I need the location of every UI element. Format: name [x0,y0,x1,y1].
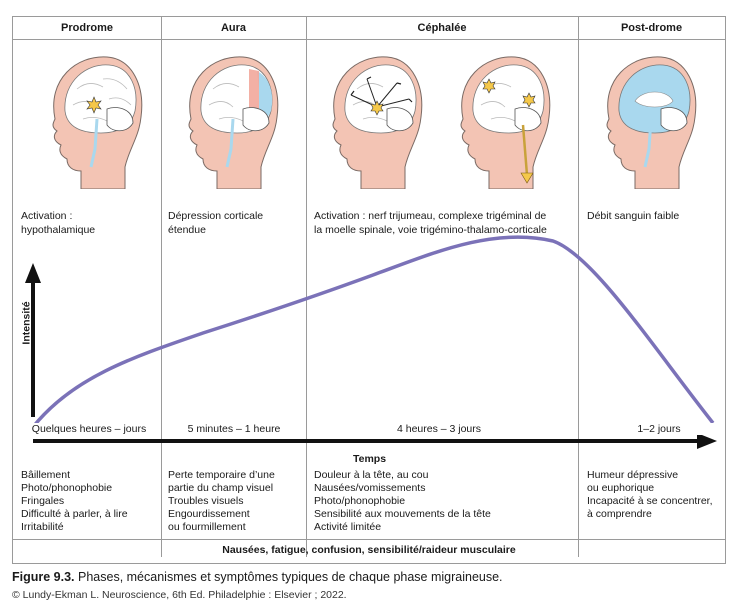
divider-3 [578,17,579,557]
y-axis-label: Intensité [20,301,33,345]
symptoms-aura: Perte temporaire d’une partie du champ v… [168,469,275,533]
y-axis-arrowhead [25,263,41,283]
x-axis-arrowhead [697,433,717,449]
divider-2 [306,17,307,557]
symptoms-postdrome: Humeur dépressive ou euphorique Incapaci… [587,469,713,520]
footer-divider [13,539,725,540]
common-symptoms-footer: Nausées, fatigue, confusion, sensibilité… [222,544,516,556]
phase-title-aura: Aura [220,22,247,34]
phase-title-cephalee: Céphalée [417,22,467,34]
phase-title-postdrome: Post-drome [620,22,683,34]
header-divider [13,39,725,40]
phase-title-prodrome: Prodrome [61,22,113,34]
intensity-curve-plot [25,235,717,449]
mechanism-cephalee: Activation : nerf trijumeau, complexe tr… [314,210,547,236]
head-illustration-cephalee-2 [460,56,551,189]
symptoms-prodrome: Bâillement Photo/phonophobie Fringales D… [21,469,128,533]
figure-caption: Figure 9.3. Phases, mécanismes et symptô… [12,570,503,584]
head-illustration-aura [188,56,279,189]
x-axis-label: Temps [353,453,387,465]
intensity-curve [31,235,715,429]
figure-credit: © Lundy-Ekman L. Neuroscience, 6th Ed. P… [12,589,347,601]
symptoms-cephalee: Douleur à la tête, au cou Nausées/vomiss… [314,469,491,533]
caption-text: Phases, mécanismes et symptômes typiques… [74,570,503,584]
head-illustration-postdrome [606,56,697,189]
caption-label: Figure 9.3. [12,570,75,584]
duration-cephalee: 4 heures – 3 jours [369,423,509,435]
mechanism-postdrome: Débit sanguin faible [587,210,680,222]
divider-1 [161,17,162,557]
head-illustration-prodrome [52,56,143,189]
mechanism-aura: Dépression corticale étendue [168,210,264,236]
duration-prodrome: Quelques heures – jours [19,423,159,435]
duration-postdrome: 1–2 jours [599,423,719,435]
head-illustration-cephalee-1 [332,56,423,189]
migraine-phase-diagram: Prodrome Aura Céphalée Post-drome [12,16,726,564]
mechanism-prodrome: Activation : hypothalamique [21,210,96,236]
duration-aura: 5 minutes – 1 heure [165,423,303,435]
